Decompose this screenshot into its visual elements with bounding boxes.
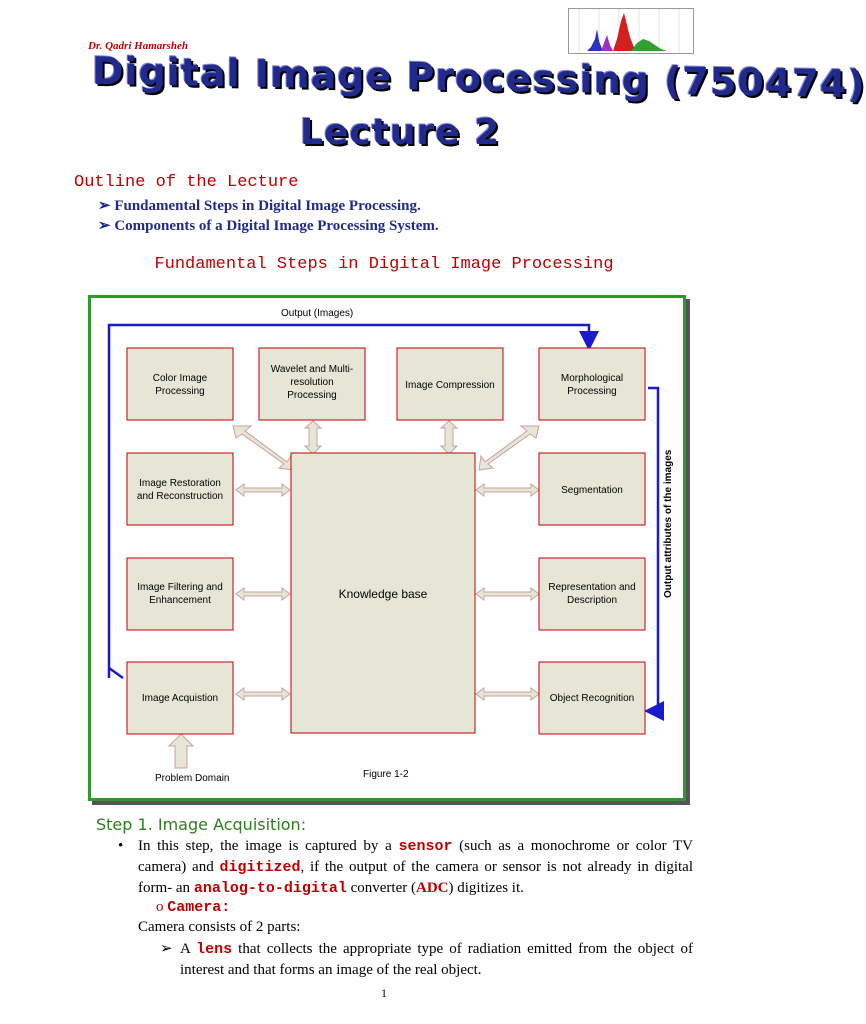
box-label: Color Image (153, 373, 208, 384)
box-label: Wavelet and Multi- (271, 364, 353, 375)
box-label: resolution (290, 377, 333, 388)
knowledge-base-label: Knowledge base (339, 587, 428, 601)
box-label: Object Recognition (550, 693, 635, 704)
outline-heading: Outline of the Lecture (74, 173, 299, 192)
image-filtering-box (126, 557, 234, 631)
outline-item: ➢ Fundamental Steps in Digital Image Pro… (98, 198, 421, 214)
fundamental-steps-diagram: Output (Images) Output attributes of the… (107, 308, 674, 784)
box-label: Representation and (548, 582, 635, 593)
output-attributes-arrow (644, 386, 664, 721)
wavelet-processing-box (258, 347, 366, 421)
output-attributes-label: Output attributes of the images (663, 449, 674, 598)
box-label: Image Filtering and (137, 582, 223, 593)
image-compression-box (396, 347, 504, 421)
arrow-bullet-icon: ➢ (160, 941, 173, 957)
camera-subitem: o Camera: (156, 899, 231, 916)
color-image-processing-box (126, 347, 234, 421)
output-images-label: Output (Images) (281, 308, 353, 319)
author-name: Dr. Qadri Hamarsheh (88, 40, 188, 52)
box-label: and Reconstruction (137, 491, 223, 502)
box-label: Image Restoration (139, 478, 221, 489)
image-acquisition-box (126, 661, 234, 735)
circle-bullet-icon: o (156, 899, 164, 915)
camera-parts-text: Camera consists of 2 parts: (138, 919, 301, 935)
box-label: Processing (567, 386, 616, 397)
output-images-arrow-left (108, 666, 124, 680)
page-number: 1 (381, 986, 387, 1000)
morphological-processing-box (538, 347, 646, 421)
object-recognition-box (538, 661, 646, 735)
box-label: Processing (287, 390, 336, 401)
box-label: Segmentation (561, 485, 623, 496)
bullet-dot-icon: • (118, 838, 124, 854)
outline-item: ➢ Components of a Digital Image Processi… (98, 218, 439, 234)
knowledge-base-box (290, 452, 476, 734)
document-title: Digital Image Processing (750474) (92, 48, 866, 107)
figure-caption: Figure 1-2 (363, 769, 409, 780)
diagram-frame: Output (Images) Output attributes of the… (88, 295, 686, 801)
step-heading: Step 1. Image Acquisition: (96, 815, 307, 834)
output-images-arrow (107, 323, 599, 678)
step1-paragraph: • In this step, the image is captured by… (118, 838, 694, 897)
problem-domain-label: Problem Domain (155, 773, 229, 784)
lens-item: ➢ A lens that collects the appropriate t… (160, 941, 693, 978)
image-restoration-box (126, 452, 234, 526)
section-heading: Fundamental Steps in Digital Image Proce… (154, 255, 614, 274)
segmentation-box (538, 452, 646, 526)
box-label: Image Compression (405, 380, 494, 391)
box-label: Morphological (561, 373, 623, 384)
box-label: Image Acquistion (142, 693, 218, 704)
arrow-bullet-icon: ➢ (98, 218, 111, 234)
box-label: Enhancement (149, 595, 211, 606)
representation-box (538, 557, 646, 631)
box-label: Processing (155, 386, 204, 397)
histogram-thumbnail-icon (568, 8, 694, 54)
box-label: Description (567, 595, 617, 606)
arrow-bullet-icon: ➢ (98, 198, 111, 214)
lecture-number: Lecture 2 (300, 112, 501, 153)
